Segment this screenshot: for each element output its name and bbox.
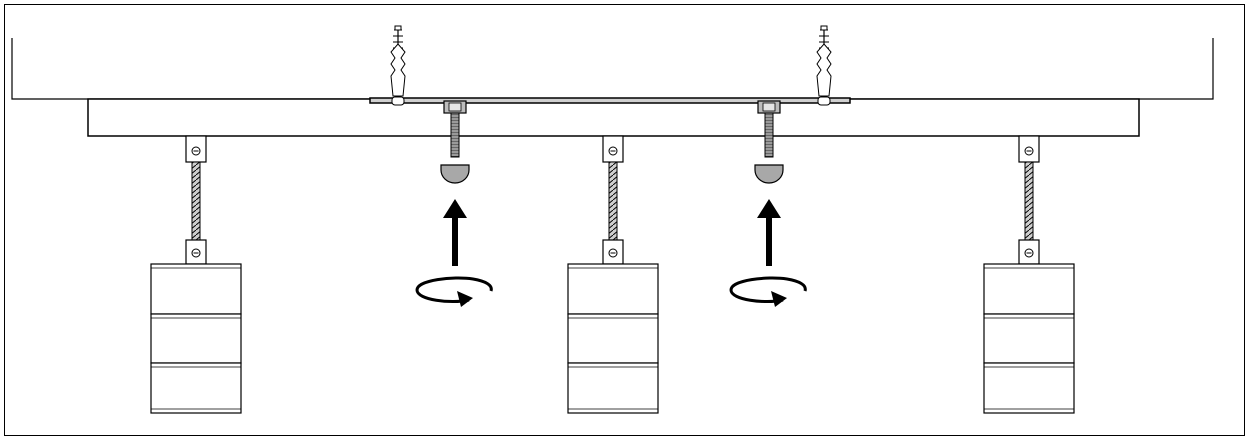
outer-frame	[4, 4, 1245, 436]
wall-anchor-icon	[390, 25, 406, 106]
up-arrow-icon	[757, 199, 781, 266]
rotate-arrow-icon	[729, 276, 807, 307]
threaded-stud	[757, 100, 781, 158]
pendant-lamp-icon	[150, 135, 242, 414]
canopy-bar	[87, 98, 1140, 137]
threaded-stud	[443, 100, 467, 158]
pendant-lamp-icon	[567, 135, 659, 414]
rotate-arrow-icon	[415, 276, 493, 307]
up-arrow-icon	[443, 199, 467, 266]
end-cap	[440, 164, 470, 184]
ceiling	[11, 38, 1214, 100]
wall-anchor-icon	[816, 25, 832, 106]
pendant-lamp-icon	[983, 135, 1075, 414]
end-cap	[754, 164, 784, 184]
mounting-plate	[369, 97, 851, 104]
